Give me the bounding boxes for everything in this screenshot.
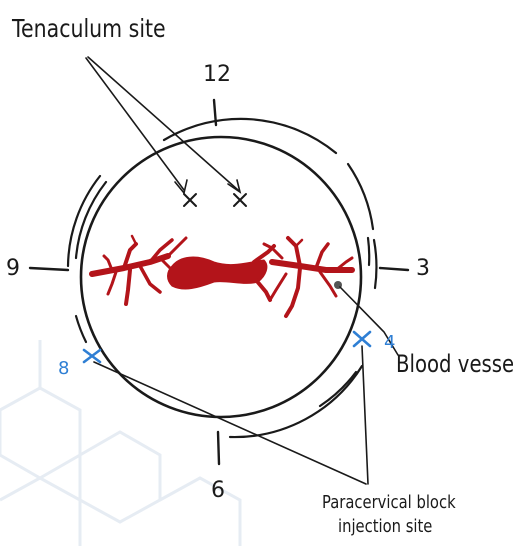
tick-9 <box>30 268 68 270</box>
clock-label-8: 8 <box>58 360 69 378</box>
paracervical-pointer-left <box>94 362 366 484</box>
outer-arc-left <box>76 316 86 342</box>
blood-vessels <box>92 236 352 316</box>
right-vessel-branch <box>264 238 352 316</box>
injection-mark-4 <box>354 332 370 346</box>
paracervical-pointer-right <box>362 346 368 484</box>
tick-6 <box>218 432 219 464</box>
outer-arc-right-b <box>368 238 369 265</box>
paracervical-label-line1: Paracervical block <box>322 494 456 512</box>
injection-mark-8 <box>84 350 100 362</box>
outer-arc-upper-right <box>348 164 373 229</box>
tenaculum-mark-left <box>184 194 196 206</box>
tick-3 <box>380 268 408 270</box>
blood-vessels-label: Blood vessels <box>396 352 513 376</box>
paracervical-label-line2: injection site <box>338 518 432 536</box>
clock-label-3: 3 <box>416 258 430 280</box>
tenaculum-pointer-left <box>86 58 184 190</box>
outer-arc-right <box>374 240 376 288</box>
central-vessel <box>168 257 267 289</box>
outer-arc-upper-left-inner <box>76 182 106 258</box>
clock-label-12: 12 <box>203 64 231 86</box>
outer-arc-lower-right-b <box>320 372 356 406</box>
clock-label-4: 4 <box>384 334 395 352</box>
outer-arc-lower-right <box>230 366 362 437</box>
clock-label-6: 6 <box>211 480 225 502</box>
left-vessel-branch <box>92 236 186 304</box>
tenaculum-mark-right <box>234 194 246 206</box>
tenaculum-site-label: Tenaculum site <box>12 16 166 41</box>
clock-label-9: 9 <box>6 258 20 280</box>
